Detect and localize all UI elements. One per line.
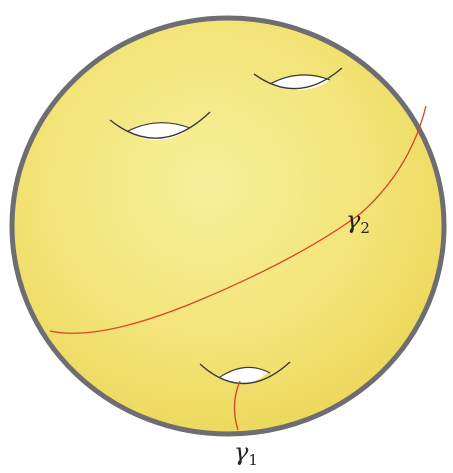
label-gamma2-subscript: 2 <box>360 219 370 237</box>
genus-surface <box>12 18 444 434</box>
label-gamma1: γ1 <box>234 438 258 469</box>
label-gamma1-symbol: γ <box>234 438 249 466</box>
surface-body <box>12 18 444 434</box>
label-gamma2-symbol: γ <box>346 206 361 234</box>
label-gamma1-subscript: 1 <box>248 451 258 469</box>
